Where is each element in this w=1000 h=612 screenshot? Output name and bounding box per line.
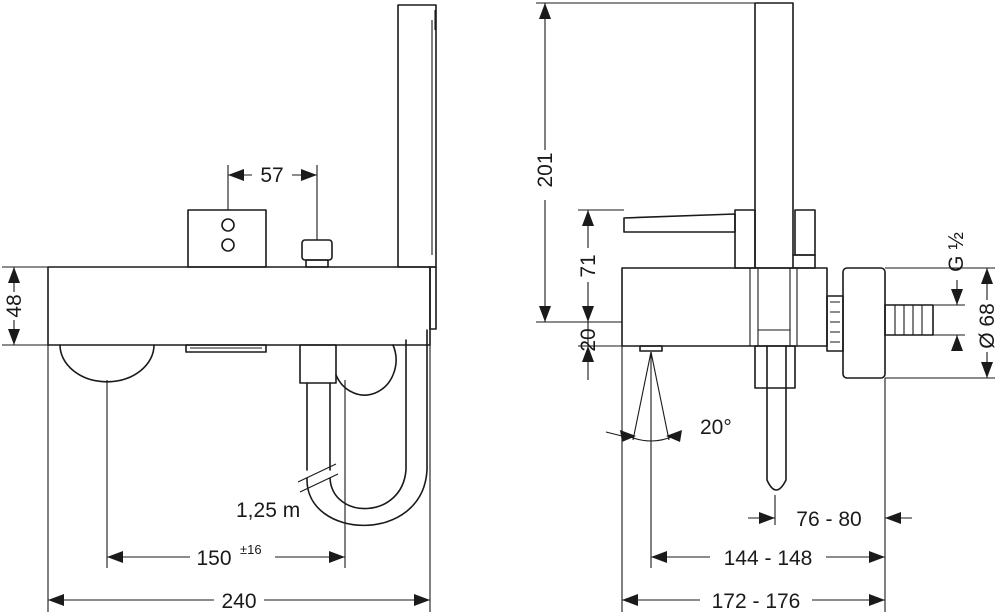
dim-71-label: 71	[577, 254, 600, 277]
side-view: 20° 201 71 20 G ½	[534, 2, 999, 612]
wall-connector-left	[59, 344, 155, 383]
diverter-knob-front	[301, 239, 333, 261]
mixer-body-front	[47, 266, 431, 346]
hose-length-label: 1,25 m	[236, 499, 300, 522]
spout-front	[185, 344, 267, 353]
spray-angle-label: 20°	[700, 416, 732, 439]
holder-front	[429, 266, 437, 330]
shower-holder-side	[794, 209, 816, 256]
hose-loop-inner	[329, 339, 407, 510]
hose-connector-side	[754, 345, 796, 389]
hose-side	[766, 345, 787, 491]
dim-20-label: 20	[577, 328, 600, 351]
hose-loop-outer	[306, 329, 428, 527]
hand-shower-side	[754, 2, 794, 269]
wall-connector-right	[335, 344, 397, 396]
union-nut-side	[826, 295, 844, 352]
wall-flange-side	[842, 267, 886, 379]
indicator-dot-top	[221, 218, 235, 232]
dim-240-label: 240	[221, 590, 256, 612]
dim-150-label: 150	[196, 547, 231, 570]
lever-handle-side	[623, 213, 736, 233]
hose-connector-front	[299, 344, 337, 384]
diameter-label: Ø 68	[976, 303, 999, 349]
dim-57-label: 57	[260, 164, 283, 187]
dim-150-tolerance: ±16	[240, 542, 262, 557]
mixer-body-side	[621, 267, 828, 347]
thread-size-label: G ½	[945, 232, 968, 272]
hose-break-2	[299, 473, 339, 493]
hand-shower-front	[397, 4, 437, 268]
dim-144-148-label: 144 - 148	[724, 547, 813, 570]
dim-48-label: 48	[3, 294, 26, 317]
front-view: 57 48 150 ±16 240 1,25 m	[2, 4, 437, 612]
diverter-stem	[305, 259, 329, 268]
dim-201-label: 201	[534, 152, 557, 187]
spout-outlet-side	[639, 345, 663, 352]
dim-76-80-label: 76 - 80	[796, 508, 861, 531]
hose-break-1	[297, 463, 337, 483]
dim-172-176-label: 172 - 176	[712, 590, 801, 612]
threaded-inlet-side	[884, 304, 934, 336]
indicator-dot-bottom	[221, 238, 235, 252]
lever-hub	[734, 209, 756, 269]
